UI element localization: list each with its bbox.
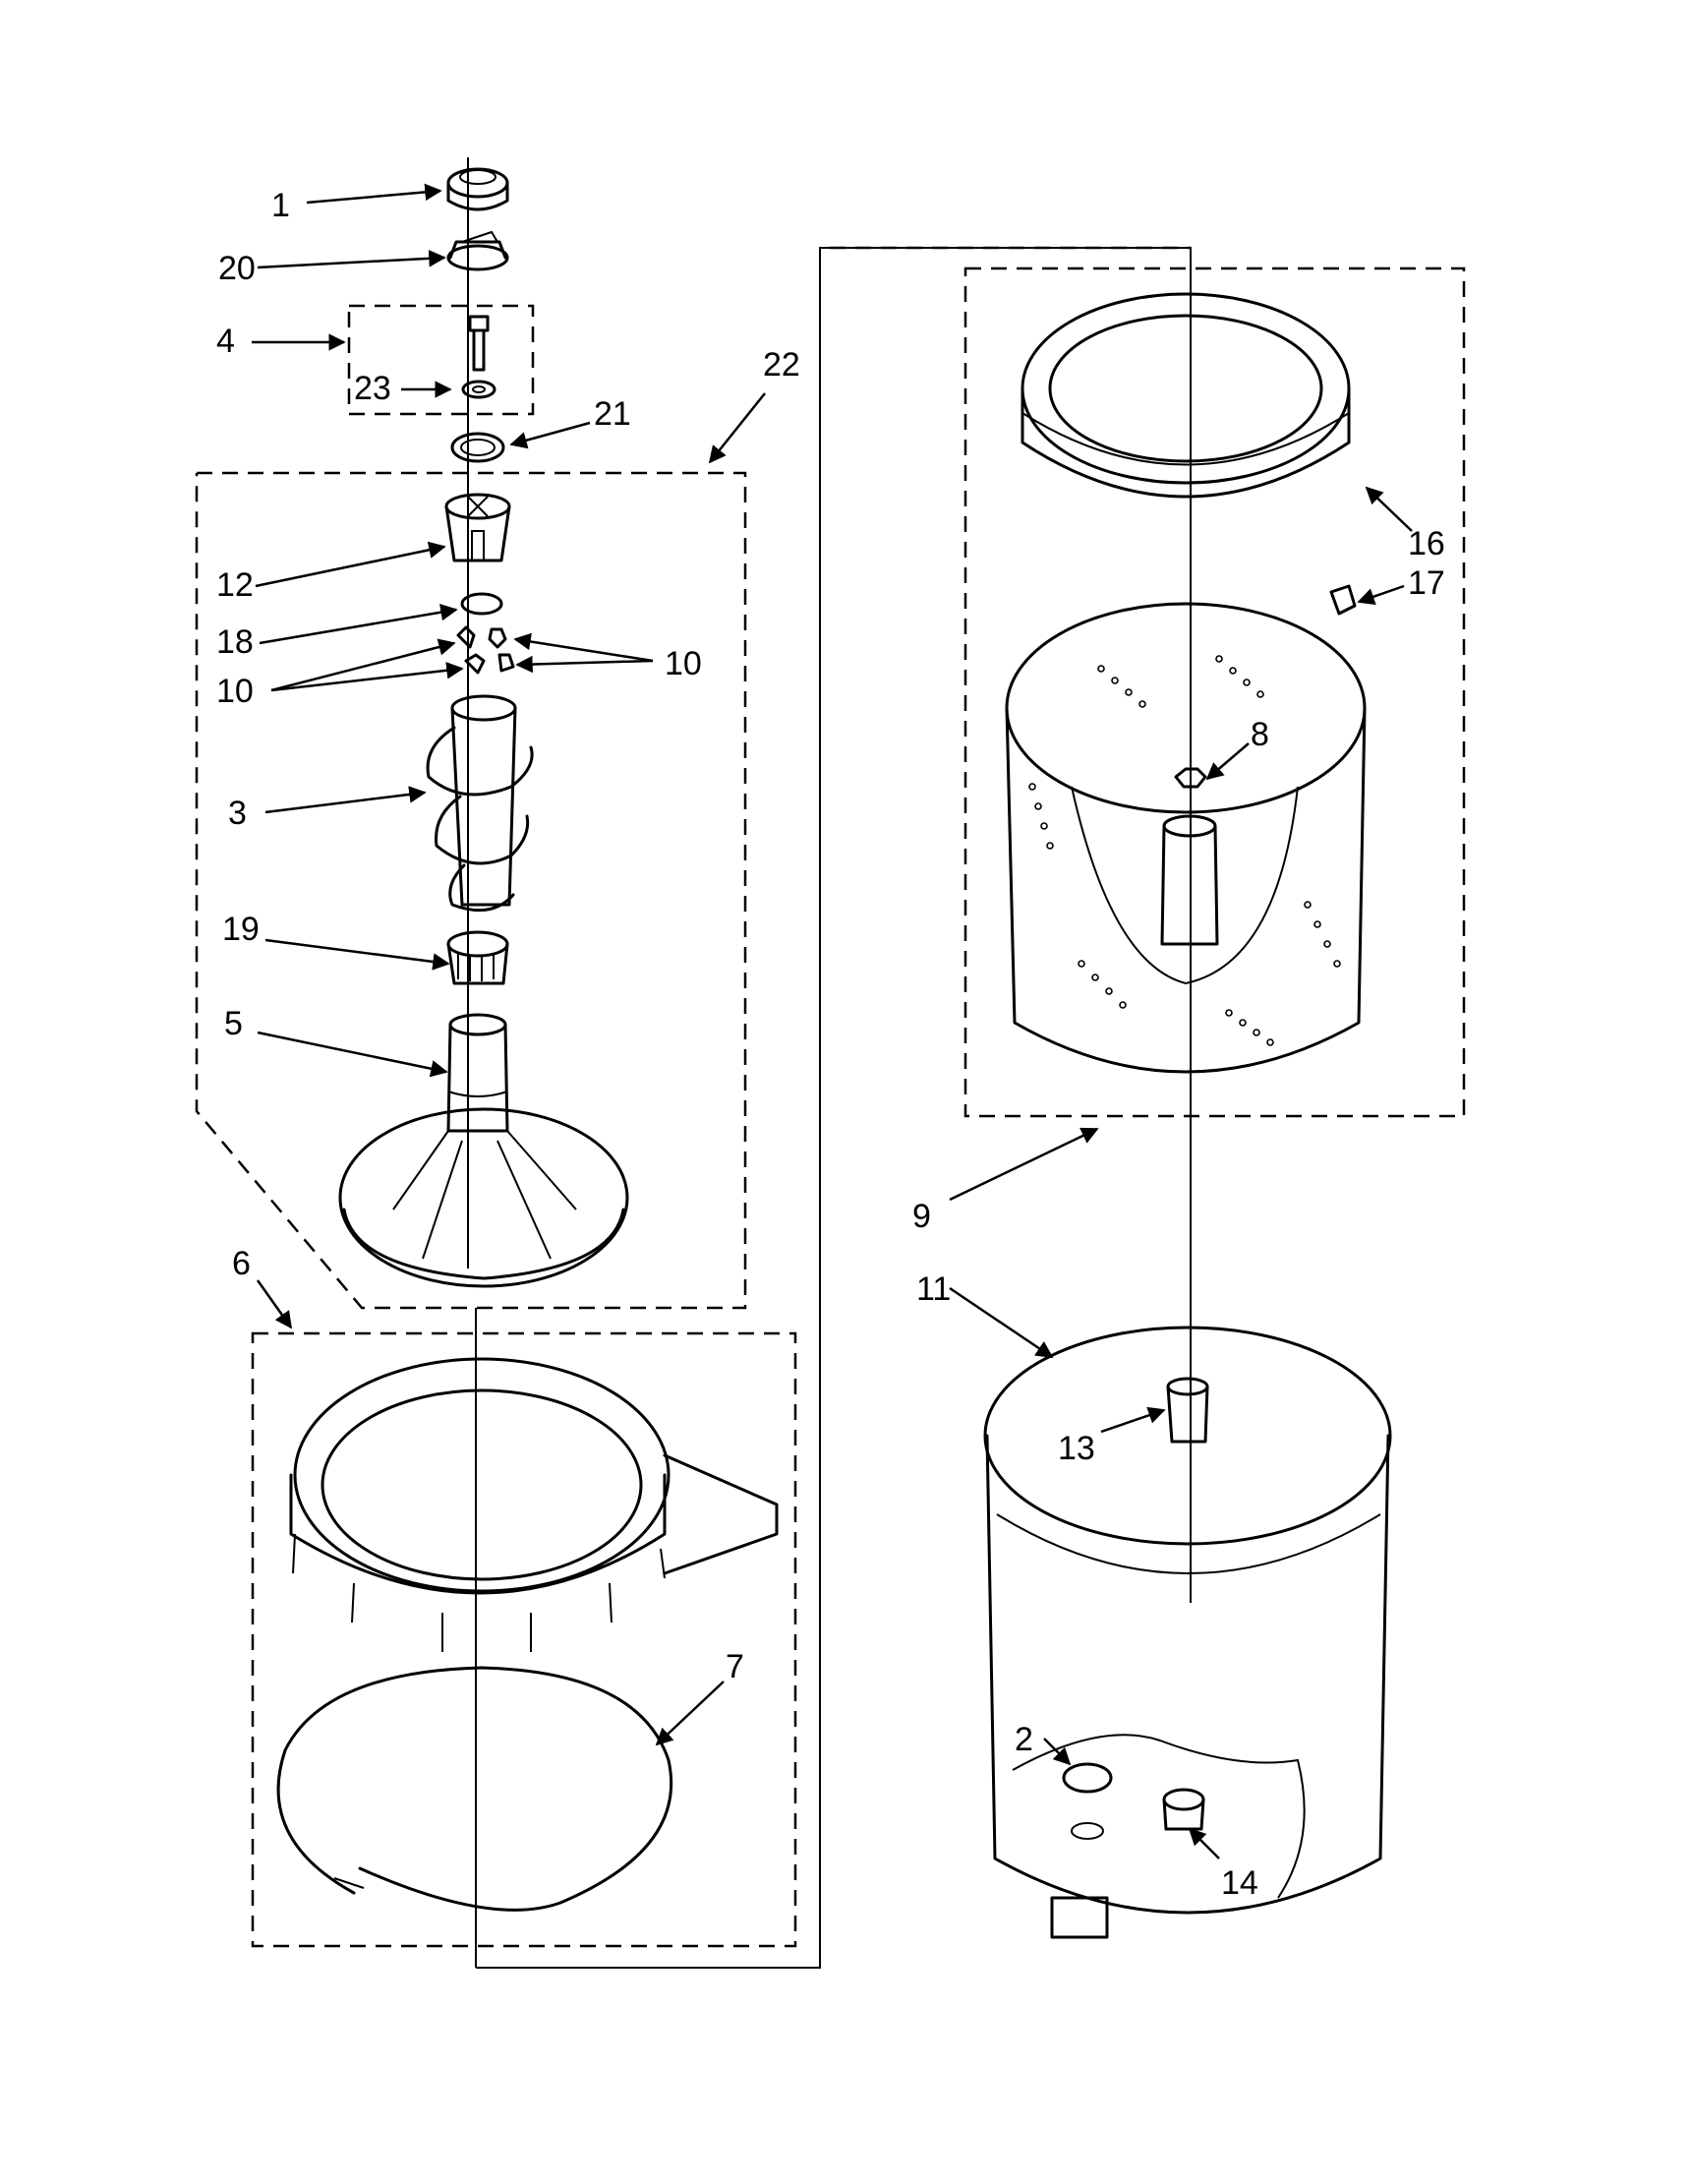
part-washer [461,380,496,399]
callout-7: 7 [726,1648,744,1685]
part-agitator-base [338,1013,629,1288]
callout-13: 13 [1058,1430,1095,1467]
part-clip [1329,584,1357,616]
callout-3: 3 [228,795,247,832]
callout-5: 5 [224,1005,243,1042]
group-box-6 [251,1331,797,1948]
callout-20: 20 [218,250,256,287]
part-o-ring [450,432,505,463]
part-ring [460,592,503,616]
callout-10-right: 10 [665,645,702,682]
callout-labels: 1 20 4 23 21 22 12 18 10 10 3 19 5 6 7 1… [216,187,1445,1902]
callout-12: 12 [216,566,254,604]
callout-1: 1 [271,187,290,224]
leader-arrows [252,183,1413,1859]
part-balance-ring [1021,292,1351,499]
part-tub-ring [289,1357,779,1652]
callout-8: 8 [1251,716,1269,753]
assembly-axis-lines [467,157,1192,1969]
group-box-9 [963,266,1466,1118]
group-box-4 [347,304,535,416]
callout-21: 21 [594,395,631,433]
callout-10-left: 10 [216,673,254,710]
callout-18: 18 [216,623,254,661]
part-spin-basket [1005,602,1367,1074]
callout-22: 22 [763,346,800,384]
part-agitator-barrel [426,694,534,913]
part-bearing [446,930,509,985]
callout-17: 17 [1408,564,1445,602]
callout-11: 11 [916,1270,951,1308]
callout-16: 16 [1408,525,1445,562]
part-cam [444,493,511,562]
part-drain-fitting [1162,1788,1205,1831]
part-agitator-cap [446,167,509,211]
callout-23: 23 [354,370,391,407]
callout-4: 4 [216,323,235,360]
basket-perforations [1028,655,1341,1046]
callout-2: 2 [1015,1721,1033,1758]
part-outer-tub [983,1326,1392,1939]
part-plug [1062,1762,1113,1840]
callout-19: 19 [222,911,260,948]
callout-9: 9 [912,1198,931,1235]
part-split-ring [276,1666,673,1912]
callout-6: 6 [232,1245,251,1282]
part-dogs [456,625,515,675]
callout-14: 14 [1221,1864,1258,1902]
part-cap-insert [446,230,509,271]
group-box-22 [195,471,747,1310]
part-bolt [468,315,490,372]
part-bearing-seal [1166,1377,1209,1444]
